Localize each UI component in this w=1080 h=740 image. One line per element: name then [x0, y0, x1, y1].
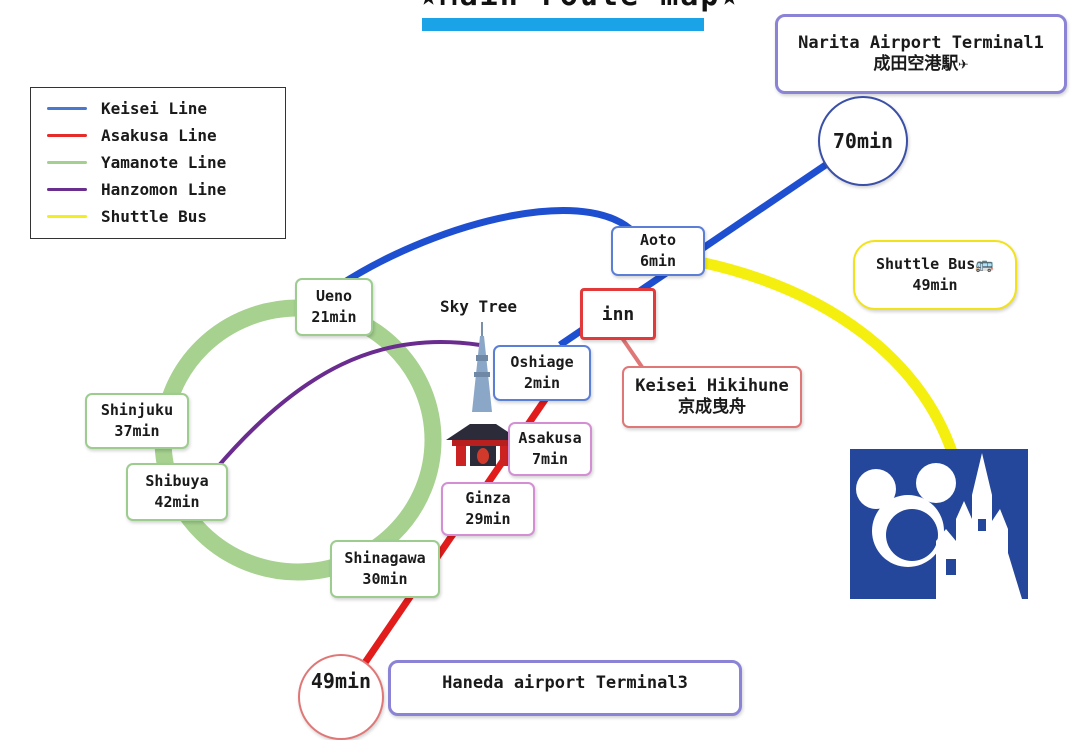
narita-time-circle: 70min [818, 96, 908, 186]
legend-label: Asakusa Line [101, 125, 217, 145]
station-name: inn [601, 303, 635, 325]
station-aoto[interactable]: Aoto 6min [611, 226, 705, 276]
station-ginza[interactable]: Ginza 29min [441, 482, 535, 536]
station-inn[interactable]: inn [580, 288, 656, 340]
legend-item-asakusa: Asakusa Line [47, 124, 217, 146]
legend-label: Keisei Line [101, 98, 207, 118]
legend-label: Hanzomon Line [101, 179, 227, 199]
narita-time: 70min [832, 129, 894, 153]
station-name: Ginza [465, 489, 511, 507]
legend-item-yamanote: Yamanote Line [47, 151, 226, 173]
legend-swatch-hanzomon [47, 187, 87, 191]
station-time: 37min [114, 422, 160, 440]
station-name: Keisei Hikihune [635, 376, 789, 396]
title-accent-bar [422, 18, 704, 31]
haneda-time-circle: 49min [298, 654, 384, 740]
disney-castle-icon [856, 453, 1022, 599]
station-name: Aoto [639, 231, 677, 249]
station-narita[interactable]: Narita Airport Terminal1 成田空港駅✈ [775, 14, 1067, 94]
legend-item-keisei: Keisei Line [47, 97, 207, 119]
station-time: 2min [523, 374, 561, 392]
station-name: Shibuya [145, 472, 209, 490]
shuttle-bus-time: 49min [912, 276, 958, 294]
station-time: 7min [531, 450, 569, 468]
station-ueno[interactable]: Ueno 21min [295, 278, 373, 336]
station-name: Shinjuku [100, 401, 174, 419]
station-name: Asakusa [518, 429, 582, 447]
station-jp-name: 京成曳舟 [678, 397, 746, 417]
legend-swatch-asakusa [47, 133, 87, 137]
legend-swatch-yamanote [47, 160, 87, 164]
legend-item-shuttle: Shuttle Bus [47, 205, 207, 227]
station-shinagawa[interactable]: Shinagawa 30min [330, 540, 440, 598]
map-title: ★Main route map★ [370, 0, 790, 13]
disney-destination[interactable] [850, 449, 1028, 599]
shuttle-bus-line [698, 256, 958, 454]
legend-swatch-keisei [47, 106, 87, 110]
legend-label: Shuttle Bus [101, 206, 207, 226]
legend: Keisei Line Asakusa Line Yamanote Line H… [30, 87, 286, 239]
station-time: 21min [311, 308, 357, 326]
shuttle-bus-name: Shuttle Bus🚌 [875, 255, 994, 273]
legend-swatch-shuttle [47, 214, 87, 218]
station-name: Ueno [315, 287, 353, 305]
station-time: 6min [639, 252, 677, 270]
station-shibuya[interactable]: Shibuya 42min [126, 463, 228, 521]
station-keisei-hikifune[interactable]: Keisei Hikihune 京成曳舟 [622, 366, 802, 428]
keisei-line-ueno-aoto [338, 207, 643, 288]
station-name: Haneda airport Terminal3 [442, 673, 688, 693]
station-time: 30min [362, 570, 408, 588]
station-time: 42min [154, 493, 200, 511]
station-haneda[interactable]: Haneda airport Terminal3 [388, 660, 742, 716]
station-name: Shinagawa [344, 549, 426, 567]
hikifune-connector [618, 333, 644, 369]
hanzomon-line [213, 340, 481, 472]
legend-item-hanzomon: Hanzomon Line [47, 178, 226, 200]
sky-tree-icon [472, 322, 492, 412]
station-oshiage[interactable]: Oshiage 2min [493, 345, 591, 401]
station-shinjuku[interactable]: Shinjuku 37min [85, 393, 189, 449]
station-time: 29min [465, 510, 511, 528]
sky-tree-label: Sky Tree [440, 297, 518, 316]
haneda-time: 49min [310, 669, 372, 693]
station-name: Narita Airport Terminal1 [798, 33, 1044, 53]
station-jp-name: 成田空港駅✈ [873, 54, 969, 74]
shuttle-bus-box[interactable]: Shuttle Bus🚌 49min [853, 240, 1017, 310]
legend-label: Yamanote Line [101, 152, 227, 172]
kaminarimon-gate-icon [446, 424, 520, 466]
station-asakusa[interactable]: Asakusa 7min [508, 422, 592, 476]
station-name: Oshiage [510, 353, 574, 371]
